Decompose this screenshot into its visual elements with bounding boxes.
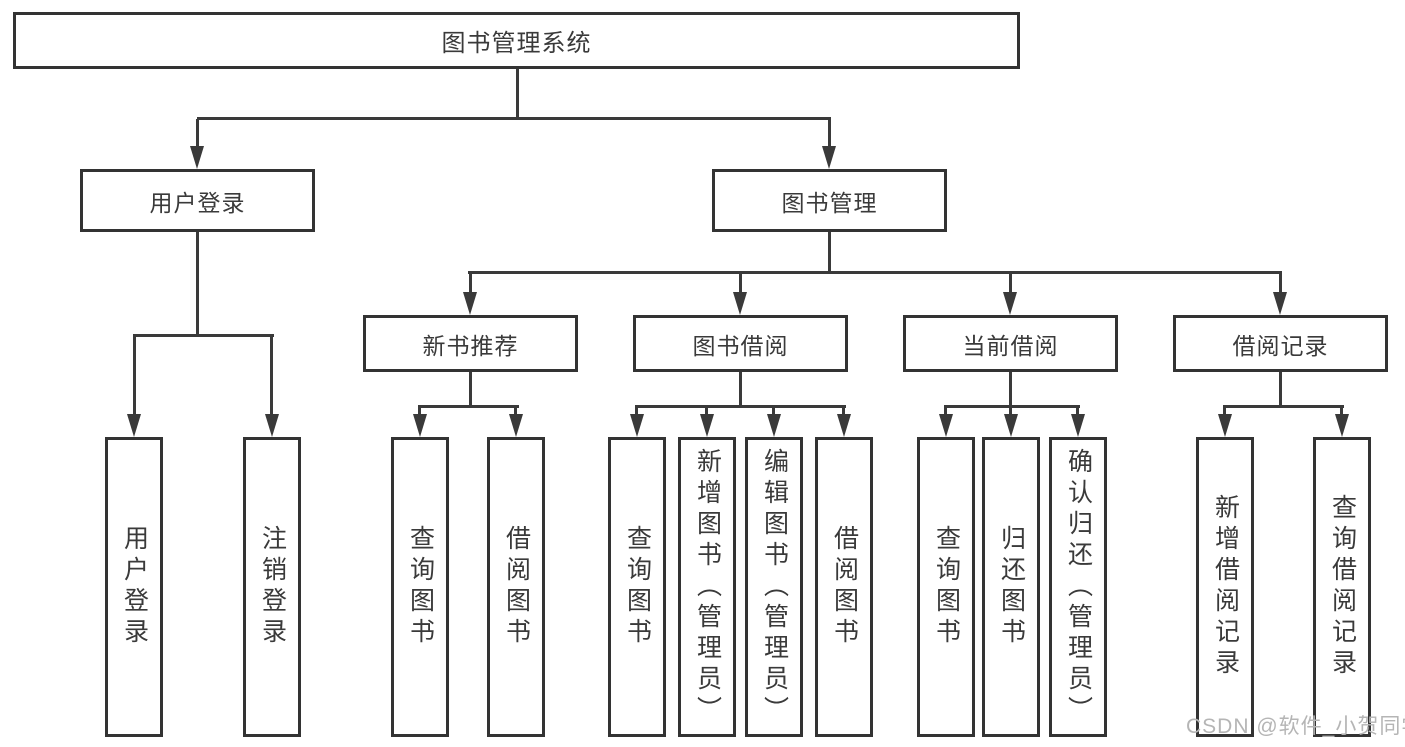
connector-drop-line (196, 119, 199, 147)
connector-drop-line (418, 407, 421, 415)
node-new-book-rec-label: 新书推荐 (422, 332, 519, 359)
connector-drop-line (1076, 407, 1079, 415)
node-cb-confirm-return: 确认归还（管理员） (1049, 437, 1107, 737)
connector-currentborrow-hline (944, 405, 1080, 408)
node-cb-return-book: 归还图书 (982, 437, 1040, 737)
node-current-borrow: 当前借阅 (903, 315, 1118, 372)
node-nbr-borrow-book-label: 借阅图书 (502, 525, 531, 649)
connector-newbookrec-hline (418, 405, 519, 408)
node-cb-query-book-label: 查询图书 (932, 525, 961, 649)
arrowhead-icon (127, 414, 141, 437)
connector-root-stem (516, 68, 519, 118)
arrowhead-icon (767, 414, 781, 437)
node-cb-query-book: 查询图书 (917, 437, 975, 737)
node-bb-borrow-book-label: 借阅图书 (830, 525, 859, 649)
watermark: CSDN @软件_小贺同学 (1186, 715, 1405, 738)
node-leaf-user-login-label: 用户登录 (120, 525, 149, 649)
connector-drop-line (270, 336, 273, 414)
node-book-borrow-label: 图书借阅 (692, 332, 789, 359)
connector-bookborrow-hline (635, 405, 846, 408)
connector-borrowrecord-hline (1223, 405, 1344, 408)
node-bb-add-book-label: 新增图书（管理员） (693, 447, 722, 727)
node-new-book-rec: 新书推荐 (363, 315, 578, 372)
node-br-query-record-label: 查询借阅记录 (1328, 494, 1357, 680)
node-book-borrow: 图书借阅 (633, 315, 848, 372)
node-bb-query-book: 查询图书 (608, 437, 666, 737)
connector-drop-line (635, 407, 638, 415)
node-leaf-logout-label: 注销登录 (258, 525, 287, 649)
node-nbr-query-book-label: 查询图书 (406, 525, 435, 649)
node-book-mgmt-label: 图书管理 (781, 189, 878, 216)
arrowhead-icon (837, 414, 851, 437)
arrowhead-icon (1335, 414, 1349, 437)
node-nbr-query-book: 查询图书 (391, 437, 449, 737)
arrowhead-icon (509, 414, 523, 437)
connector-drop-line (739, 273, 742, 293)
node-user-login-label: 用户登录 (149, 189, 246, 216)
arrowhead-icon (1218, 414, 1232, 437)
connector-bookmgmt-hline (468, 271, 1282, 274)
arrowhead-icon (1003, 292, 1017, 315)
connector-drop-line (1279, 273, 1282, 293)
connector-drop-line (842, 407, 845, 415)
connector-drop-line (944, 407, 947, 415)
arrowhead-icon (1273, 292, 1287, 315)
node-bb-borrow-book: 借阅图书 (815, 437, 873, 737)
connector-drop-line (828, 119, 831, 147)
connector-drop-line (705, 407, 708, 415)
arrowhead-icon (265, 414, 279, 437)
arrowhead-icon (939, 414, 953, 437)
connector-drop-line (1340, 407, 1343, 415)
arrowhead-icon (1071, 414, 1085, 437)
arrowhead-icon (413, 414, 427, 437)
connector-root-hline (197, 117, 831, 120)
node-nbr-borrow-book: 借阅图书 (487, 437, 545, 737)
node-bb-query-book-label: 查询图书 (623, 525, 652, 649)
node-cb-confirm-return-label: 确认归还（管理员） (1064, 447, 1093, 727)
connector-userlogin-hline (133, 334, 274, 337)
connector-userlogin-stem (196, 231, 199, 336)
connector-drop-line (1009, 407, 1012, 415)
node-cb-return-book-label: 归还图书 (997, 525, 1026, 649)
node-book-mgmt: 图书管理 (712, 169, 947, 232)
node-leaf-logout: 注销登录 (243, 437, 301, 737)
connector-currentborrow-stem (1009, 371, 1012, 407)
connector-bookmgmt-stem (828, 231, 831, 273)
arrowhead-icon (630, 414, 644, 437)
connector-drop-line (772, 407, 775, 415)
node-leaf-user-login: 用户登录 (105, 437, 163, 737)
connector-borrowrecord-stem (1279, 371, 1282, 407)
node-current-borrow-label: 当前借阅 (962, 332, 1059, 359)
arrowhead-icon (733, 292, 747, 315)
node-bb-add-book: 新增图书（管理员） (678, 437, 736, 737)
connector-drop-line (514, 407, 517, 415)
node-br-add-record: 新增借阅记录 (1196, 437, 1254, 737)
connector-drop-line (1223, 407, 1226, 415)
connector-bookborrow-stem (739, 371, 742, 407)
node-borrow-record-label: 借阅记录 (1232, 332, 1329, 359)
node-br-query-record: 查询借阅记录 (1313, 437, 1371, 737)
arrowhead-icon (1004, 414, 1018, 437)
arrowhead-icon (700, 414, 714, 437)
arrowhead-icon (190, 146, 204, 169)
node-bb-edit-book: 编辑图书（管理员） (745, 437, 803, 737)
connector-newbookrec-stem (469, 371, 472, 407)
arrowhead-icon (822, 146, 836, 169)
node-user-login: 用户登录 (80, 169, 315, 232)
node-bb-edit-book-label: 编辑图书（管理员） (760, 447, 789, 727)
arrowhead-icon (463, 292, 477, 315)
node-br-add-record-label: 新增借阅记录 (1211, 494, 1240, 680)
connector-drop-line (133, 336, 136, 414)
node-root: 图书管理系统 (13, 12, 1020, 69)
node-root-label: 图书管理系统 (441, 30, 592, 57)
connector-drop-line (1009, 273, 1012, 293)
connector-drop-line (469, 273, 472, 293)
node-borrow-record: 借阅记录 (1173, 315, 1388, 372)
